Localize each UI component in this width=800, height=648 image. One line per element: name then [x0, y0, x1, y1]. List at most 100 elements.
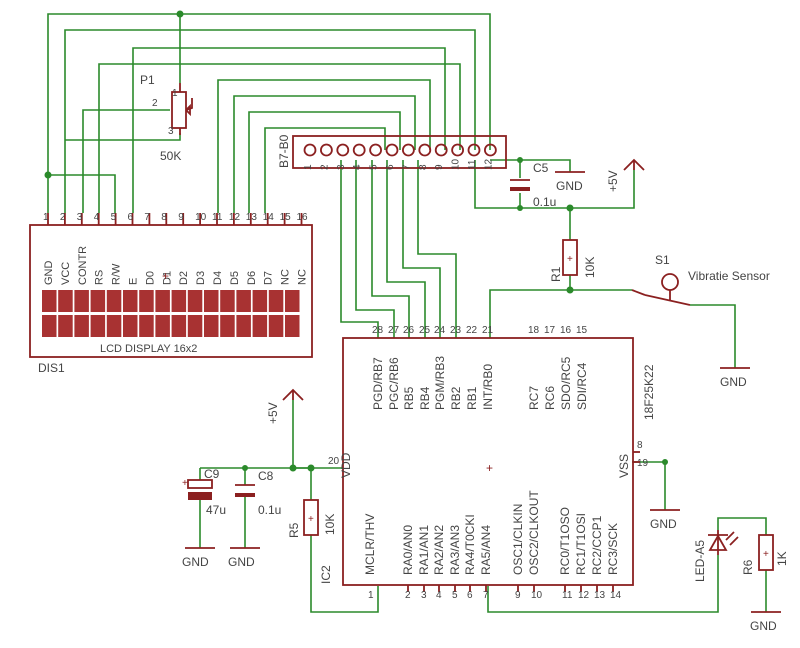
lcd-pin-number: 10	[195, 212, 207, 223]
mcu-part: 18F25K22	[642, 364, 656, 420]
resistor-r1: + R1 10K	[549, 239, 597, 282]
header-pin-number: 7	[401, 164, 412, 170]
c8-value: 0.1u	[258, 503, 281, 517]
svg-text:+: +	[308, 514, 314, 525]
lcd-cell	[106, 290, 122, 312]
lcd-display: DIS1 LCD DISPLAY 16x2 1GND2VCC3CONTR4RS5…	[29, 212, 313, 375]
svg-text:GND: GND	[556, 179, 583, 193]
mcu-pin-number: 26	[403, 325, 415, 336]
switch-s1: S1 Vibratie Sensor	[631, 253, 770, 306]
lcd-cell	[58, 315, 73, 337]
svg-text:+: +	[182, 478, 188, 489]
mcu-pin-name: RB5	[402, 386, 416, 410]
lcd-caption: LCD DISPLAY 16x2	[100, 343, 197, 355]
lcd-pin-number: 16	[297, 212, 309, 223]
lcd-pin-name: D1	[161, 271, 173, 285]
mcu-pin-number: 11	[562, 590, 573, 601]
mcu-name: IC2	[319, 565, 333, 584]
lcd-pin-number: 15	[280, 212, 292, 223]
mcu-pin-number: 25	[419, 325, 431, 336]
header-pin-pad	[303, 143, 317, 157]
pot-value: 50K	[160, 149, 181, 163]
r1-name: R1	[549, 266, 563, 282]
capacitor-c8: C8 0.1u	[235, 469, 281, 517]
lcd-pin-number: 2	[60, 212, 66, 223]
lcd-pin-labels: 1GND2VCC3CONTR4RS5R/W6E7D08D19D210D311D4…	[43, 212, 309, 285]
mcu-pin-name: RC6	[543, 386, 557, 410]
mcu-vss: VSS	[617, 454, 631, 478]
wires	[47, 13, 767, 613]
lcd-pin-name: RS	[94, 270, 106, 285]
header-pin-pad	[401, 143, 415, 157]
mcu-pin-name: PGM/RB3	[433, 356, 447, 410]
mcu-pin-number: 18	[528, 325, 540, 336]
mcu-pin-number: 4	[436, 590, 442, 601]
lcd-pin-name: D0	[144, 271, 156, 285]
microcontroller-ic2: + 28PGD/RB727PGC/RB626RB525RB424PGM/RB32…	[319, 325, 656, 601]
c9-value: 47u	[206, 503, 226, 517]
lcd-cell	[90, 290, 106, 312]
mcu-pin-number: 21	[482, 325, 494, 336]
mcu-pin-number: 6	[467, 590, 473, 601]
mcu-pin-number: 13	[594, 590, 606, 601]
lcd-cell	[106, 315, 122, 337]
mcu-pin-number: 9	[515, 590, 521, 601]
mcu-pin-number: 5	[452, 590, 458, 601]
svg-text:3: 3	[168, 126, 174, 137]
mcu-pin-name: RC0/T1OSO	[558, 507, 572, 575]
lcd-pin-number: 7	[144, 212, 150, 223]
lcd-cell	[252, 290, 268, 312]
header-pin-pad	[352, 143, 366, 157]
mcu-pin-name: PGC/RB6	[387, 357, 401, 410]
lcd-pin-number: 5	[111, 212, 117, 223]
lcd-cell	[123, 290, 138, 312]
header-pin-pad	[451, 143, 465, 157]
lcd-pin-number: 3	[77, 212, 83, 223]
lcd-character-cells	[42, 290, 300, 337]
lcd-cell	[74, 315, 89, 337]
lcd-pin-name: VCC	[60, 262, 72, 285]
lcd-cell	[171, 290, 187, 312]
mcu-pin-name: PGD/RB7	[371, 357, 385, 410]
mcu-pin-number: 24	[434, 325, 446, 336]
lcd-cell	[187, 290, 203, 312]
lcd-pin-name: CONTR	[77, 246, 89, 285]
mcu-pin-number: 27	[388, 325, 400, 336]
lcd-name: DIS1	[38, 361, 65, 375]
c5-name: C5	[533, 161, 549, 175]
s1-label: Vibratie Sensor	[688, 269, 770, 283]
header-pin-number: 9	[434, 164, 445, 170]
lcd-cell	[139, 290, 154, 312]
capacitor-c5: C5 0.1u	[510, 161, 556, 209]
led-a5: LED-A5	[693, 530, 739, 582]
header-pin-pad	[434, 143, 448, 157]
svg-text:GND: GND	[182, 555, 209, 569]
svg-text:GND: GND	[650, 517, 677, 531]
mcu-top-pins: 28PGD/RB727PGC/RB626RB525RB424PGM/RB323R…	[371, 325, 589, 410]
header-pin-pad	[369, 143, 383, 157]
lcd-pin-name: E	[128, 278, 140, 285]
svg-text:8: 8	[637, 440, 643, 451]
c8-name: C8	[258, 469, 274, 483]
lcd-pin-number: 6	[128, 212, 134, 223]
lcd-pin-name: D2	[178, 271, 190, 285]
mcu-pin-number: 7	[483, 590, 489, 601]
lcd-cell	[187, 315, 203, 337]
mcu-pin-number: 3	[421, 590, 427, 601]
header-name: B7-B0	[277, 134, 291, 168]
mcu-pin-name: RA4/T0CKI	[463, 514, 477, 575]
header-pin-number: 11	[467, 159, 478, 170]
gnd-symbols: GND GND GND GND GND GND	[182, 171, 781, 633]
mcu-mclr: MCLR/THV	[363, 514, 377, 575]
lcd-cell	[236, 315, 251, 337]
lcd-cell	[123, 315, 138, 337]
mcu-pin-name: RB1	[465, 386, 479, 410]
mcu-pin-number: 2	[405, 590, 411, 601]
mcu-pin-name: OSC2/CLKOUT	[527, 490, 541, 575]
lcd-cell	[252, 315, 268, 337]
lcd-pin-name: NC	[280, 269, 292, 285]
lcd-cell	[204, 290, 219, 312]
lcd-pin-number: 4	[94, 212, 100, 223]
